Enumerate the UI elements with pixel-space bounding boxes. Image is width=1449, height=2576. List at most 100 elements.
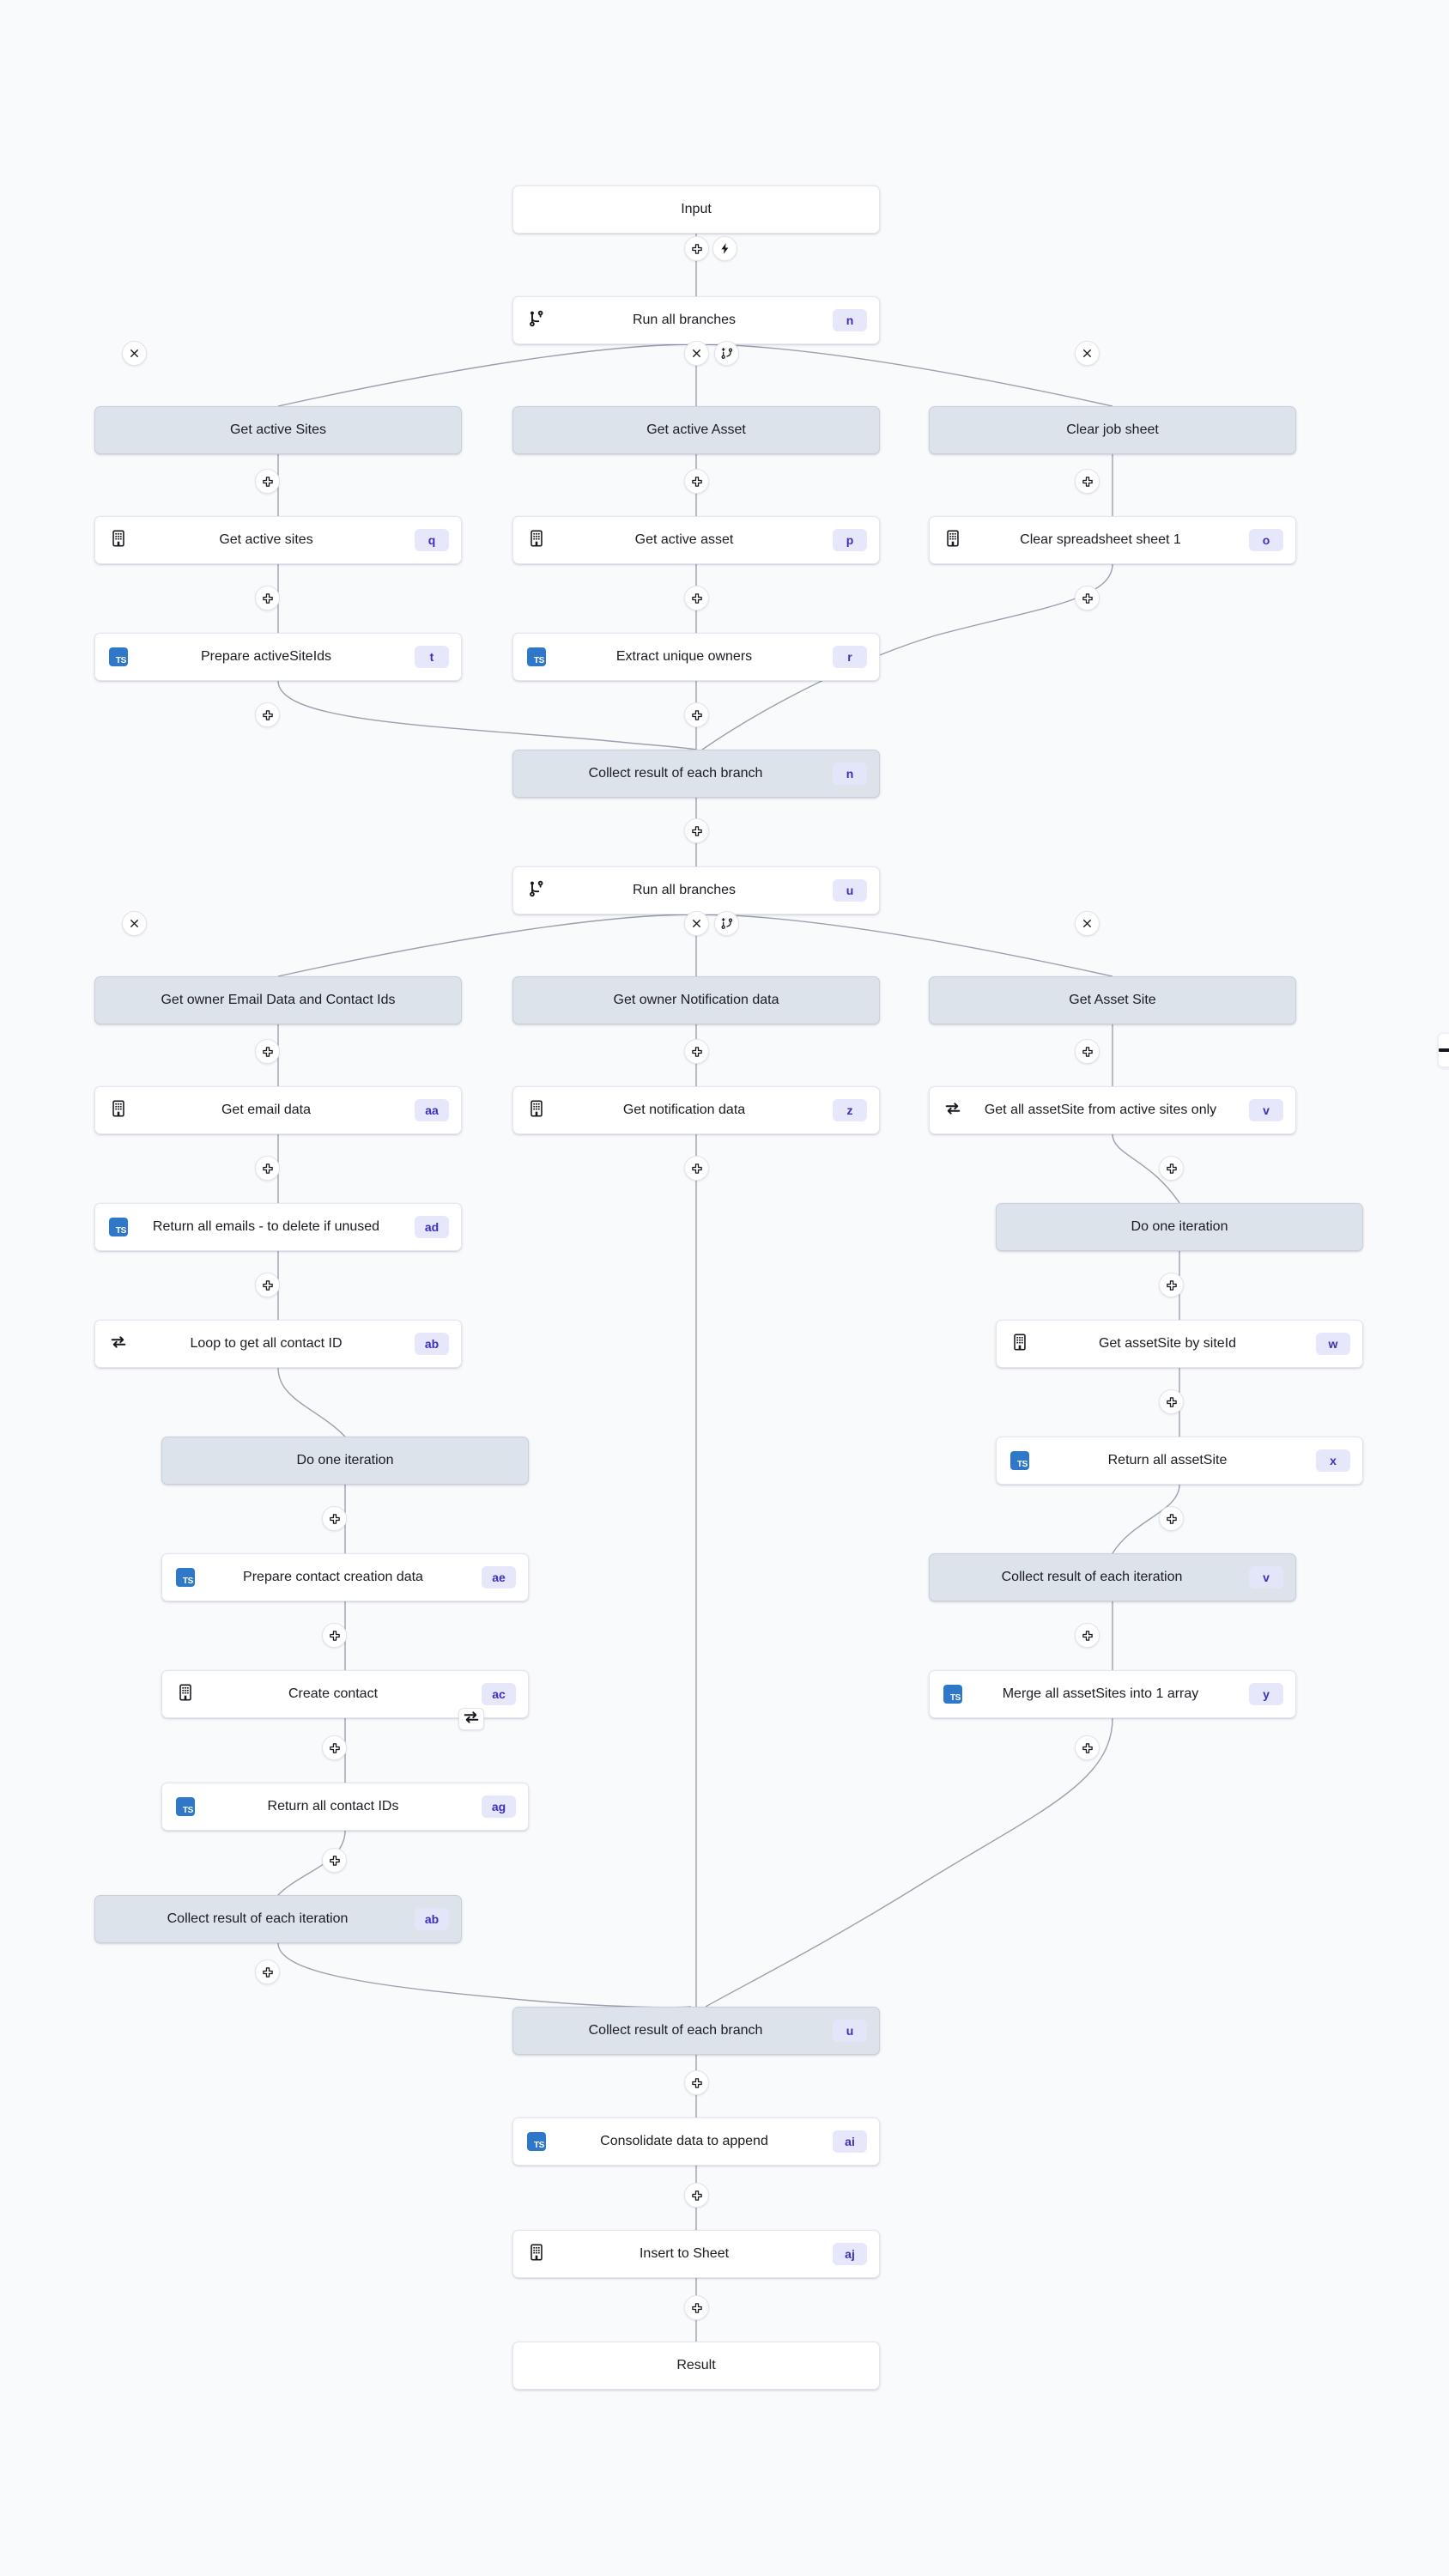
node-shortcut-badge[interactable]: u	[833, 2020, 867, 2042]
node-shortcut-badge[interactable]: x	[1316, 1449, 1350, 1472]
handle-close[interactable]	[1075, 911, 1100, 936]
node-shortcut-badge[interactable]: ab	[415, 1908, 449, 1930]
handle-plus[interactable]	[684, 702, 709, 727]
handle-plus[interactable]	[684, 1156, 709, 1181]
node-grp-notif[interactable]: Get owner Notification data	[512, 976, 880, 1024]
loop-icon	[462, 1708, 481, 1731]
node-shortcut-badge[interactable]: aa	[415, 1099, 449, 1121]
handle-plus[interactable]	[1075, 1039, 1100, 1064]
handle-plus[interactable]	[255, 1039, 280, 1064]
handle-plus[interactable]	[684, 469, 709, 494]
handle-close[interactable]	[684, 341, 709, 366]
node-input[interactable]: Input	[512, 185, 880, 234]
handle-plus[interactable]	[1159, 1273, 1184, 1297]
node-grp-assite[interactable]: Get Asset Site	[929, 976, 1296, 1024]
node-shortcut-badge[interactable]: y	[1249, 1683, 1283, 1705]
node-result[interactable]: Result	[512, 2342, 880, 2390]
handle-plus[interactable]	[1075, 586, 1100, 611]
handle-plus[interactable]	[322, 1848, 347, 1873]
handle-plus[interactable]	[1075, 469, 1100, 494]
node-do-iter-l[interactable]: Do one iteration	[161, 1437, 529, 1485]
handle-plus[interactable]	[684, 236, 709, 261]
node-shortcut-badge[interactable]: n	[833, 309, 867, 331]
handle-plus[interactable]	[255, 702, 280, 727]
handle-plus[interactable]	[255, 1156, 280, 1181]
node-grp-jobsheet[interactable]: Clear job sheet	[929, 406, 1296, 454]
handle-plus[interactable]	[684, 2295, 709, 2320]
handle-plus[interactable]	[1075, 1735, 1100, 1760]
retry-loop-chip[interactable]	[458, 1708, 484, 1730]
node-shortcut-badge[interactable]: p	[833, 529, 867, 551]
handle-plus[interactable]	[684, 1039, 709, 1064]
node-v[interactable]: Get all assetSite from active sites only…	[929, 1086, 1296, 1134]
handle-plus[interactable]	[684, 586, 709, 611]
handle-close[interactable]	[122, 341, 147, 366]
handle-close[interactable]	[1075, 341, 1100, 366]
handle-plus[interactable]	[684, 2183, 709, 2208]
node-shortcut-badge[interactable]: n	[833, 762, 867, 785]
handle-plus[interactable]	[322, 1506, 347, 1531]
handle-plus[interactable]	[255, 469, 280, 494]
handle-addbranch[interactable]	[714, 341, 739, 366]
handle-close[interactable]	[684, 911, 709, 936]
handle-plus[interactable]	[1159, 1156, 1184, 1181]
node-shortcut-badge[interactable]: ag	[482, 1795, 516, 1818]
node-shortcut-badge[interactable]: ab	[415, 1333, 449, 1355]
node-shortcut-badge[interactable]: ai	[833, 2130, 867, 2153]
handle-plus[interactable]	[1075, 1623, 1100, 1648]
node-shortcut-badge[interactable]: q	[415, 529, 449, 551]
node-grp-email[interactable]: Get owner Email Data and Contact Ids	[94, 976, 462, 1024]
node-shortcut-badge[interactable]: ac	[482, 1683, 516, 1705]
node-shortcut-badge[interactable]: v	[1249, 1099, 1283, 1121]
node-shortcut-badge[interactable]: v	[1249, 1566, 1283, 1589]
node-shortcut-badge[interactable]: r	[833, 646, 867, 668]
handle-plus[interactable]	[684, 818, 709, 843]
node-shortcut-badge[interactable]: o	[1249, 529, 1283, 551]
handle-plus[interactable]	[255, 1959, 280, 1984]
node-grp-sites[interactable]: Get active Sites	[94, 406, 462, 454]
handle-lightning[interactable]	[712, 236, 737, 261]
node-shortcut-badge[interactable]: z	[833, 1099, 867, 1121]
node-shortcut-badge[interactable]: u	[833, 879, 867, 902]
node-shortcut-badge[interactable]: ae	[482, 1566, 516, 1589]
handle-close[interactable]	[122, 911, 147, 936]
node-grp-asset[interactable]: Get active Asset	[512, 406, 880, 454]
handle-plus[interactable]	[1159, 1506, 1184, 1531]
handle-plus[interactable]	[322, 1735, 347, 1760]
node-shortcut-badge[interactable]: t	[415, 646, 449, 668]
handle-plus[interactable]	[322, 1623, 347, 1648]
handle-plus[interactable]	[255, 1273, 280, 1297]
handle-plus[interactable]	[255, 586, 280, 611]
handle-plus[interactable]	[1159, 1389, 1184, 1414]
node-shortcut-badge[interactable]: w	[1316, 1333, 1350, 1355]
handle-plus[interactable]	[684, 2070, 709, 2095]
node-shortcut-badge[interactable]: aj	[833, 2243, 867, 2265]
collapsed-side-panel[interactable]	[1438, 1033, 1449, 1067]
node-do-iter-r[interactable]: Do one iteration	[996, 1203, 1363, 1251]
handle-addbranch[interactable]	[714, 911, 739, 936]
node-shortcut-badge[interactable]: ad	[415, 1216, 449, 1238]
